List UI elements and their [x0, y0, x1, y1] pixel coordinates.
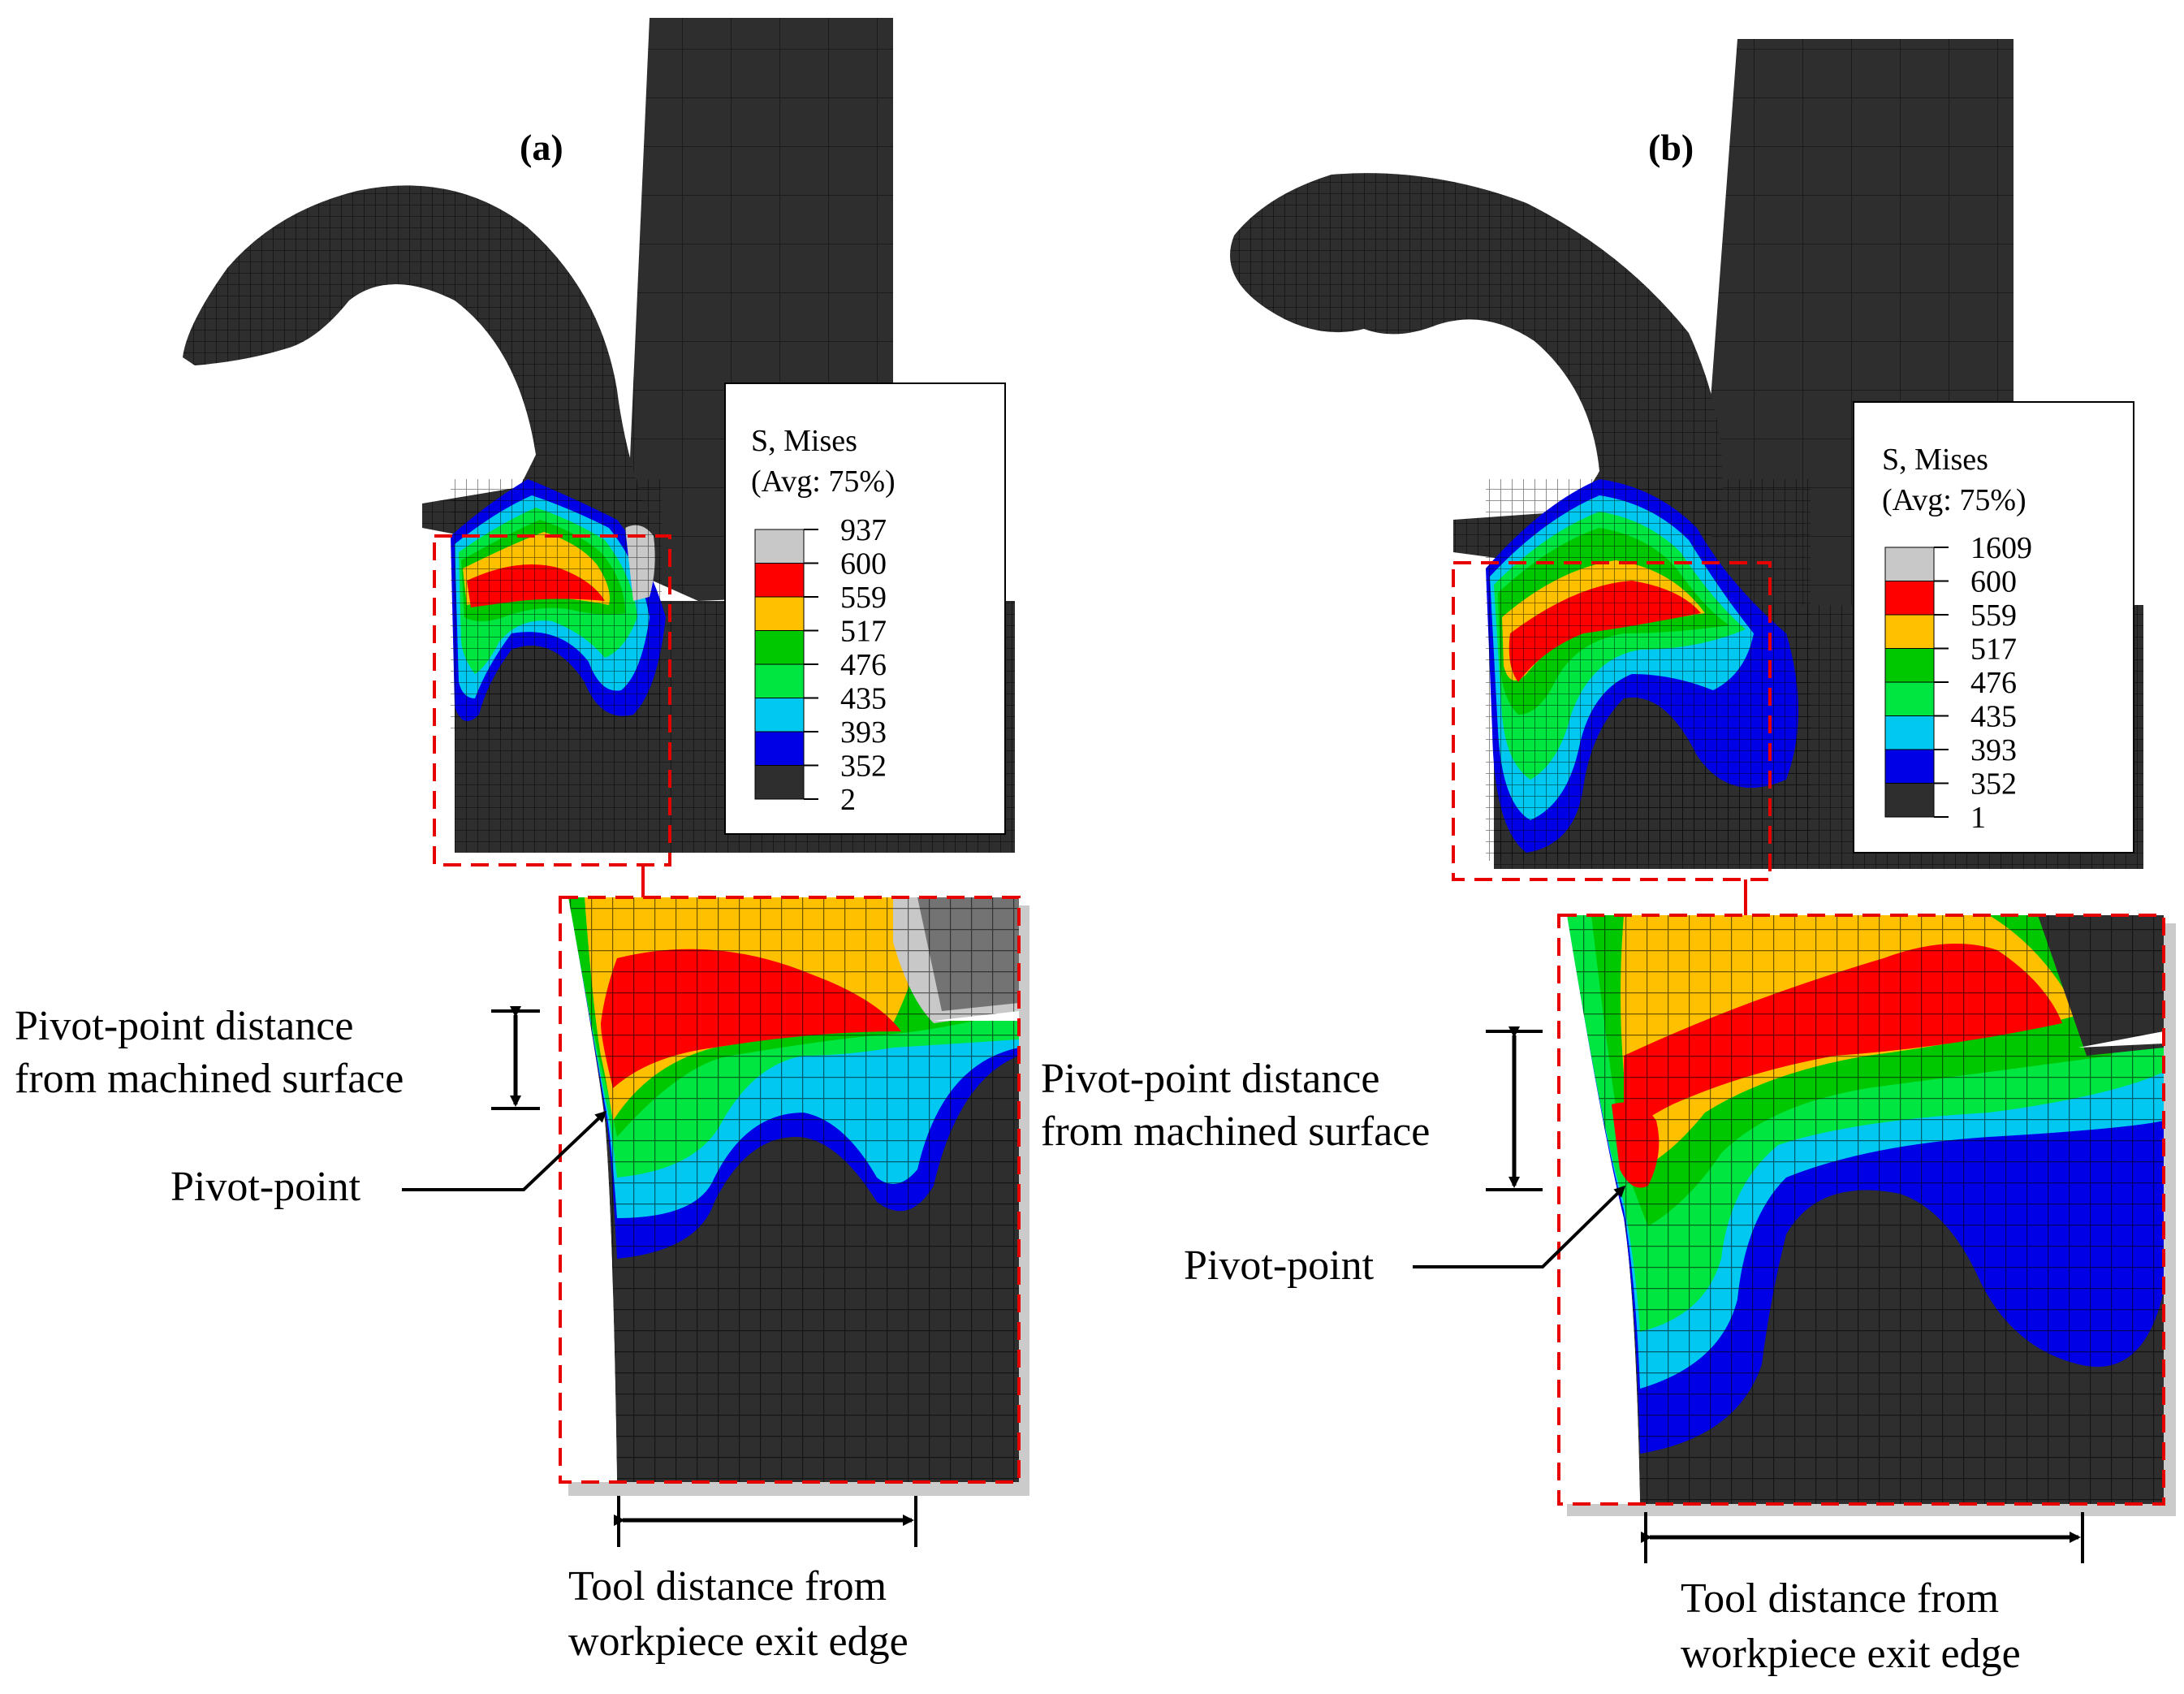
pivot-point-arrow-a	[402, 1110, 607, 1191]
stress-field-b	[1486, 479, 1811, 861]
legend-b-band-7	[1884, 783, 1935, 818]
legend-a-band-4	[754, 663, 805, 698]
annotations-b: Pivot-point distance from machined surfa…	[1041, 1026, 2084, 1677]
legend-a-title: S, Mises	[751, 424, 857, 458]
legend-value-label: 517	[1970, 633, 2017, 667]
legend-b-band-5	[1884, 715, 1935, 750]
tool-distance-label-b-line1: Tool distance from	[1681, 1575, 1999, 1622]
tool-distance-label-a-line1: Tool distance from	[568, 1563, 887, 1610]
legend-b: S, Mises (Avg: 75%) 16096005595174764353…	[1853, 401, 2134, 853]
legend-value-label: 476	[840, 648, 887, 682]
legend-a-band-5	[754, 698, 805, 732]
legend-value-label: 937	[840, 513, 887, 547]
panel-b: S, Mises (Avg: 75%) 16096005595174764353…	[1041, 39, 2176, 1677]
pivot-distance-label-a-line1: Pivot-point distance	[15, 1003, 353, 1049]
pivot-point-label-a: Pivot-point	[170, 1164, 361, 1210]
legend-b-band-4	[1884, 681, 1935, 716]
legend-value-label: 1609	[1970, 531, 2032, 565]
legend-b-title: S, Mises	[1882, 443, 1988, 477]
legend-value-label: 393	[840, 715, 887, 750]
legend-value-label: 435	[1970, 700, 2017, 734]
legend-value-label: 476	[1970, 666, 2017, 700]
legend-a-band-7	[754, 765, 805, 800]
legend-value-label: 1	[1970, 801, 1986, 835]
legend-value-label: 393	[1970, 733, 2017, 767]
legend-a-band-6	[754, 731, 805, 766]
chip-a	[183, 185, 650, 568]
legend-value-label: 2	[840, 783, 856, 817]
panel-b-label: (b)	[1648, 127, 1694, 168]
pivot-point-arrow-b	[1413, 1185, 1626, 1268]
tool-distance-label-b-line2: workpiece exit edge	[1681, 1631, 2021, 1677]
zoom-region-a	[433, 534, 671, 866]
panel-a: S, Mises (Avg: 75%) 93760055951747643539…	[15, 18, 1029, 1665]
legend-b-band-2	[1884, 614, 1935, 649]
zoom-view-a	[559, 896, 1029, 1496]
legend-a-band-2	[754, 596, 805, 631]
legend-b-band-6	[1884, 749, 1935, 784]
legend-b-band-0	[1884, 547, 1935, 581]
legend-value-label: 352	[1970, 767, 2017, 802]
legend-value-label: 600	[840, 547, 887, 581]
legend-value-label: 559	[840, 581, 887, 615]
pivot-distance-label-b-line2: from machined surface	[1041, 1108, 1430, 1155]
zoom-view-b	[1557, 914, 2176, 1516]
tool-distance-label-a-line2: workpiece exit edge	[568, 1618, 909, 1665]
legend-value-label: 517	[840, 615, 887, 649]
legend-b-band-1	[1884, 581, 1935, 616]
legend-a-band-3	[754, 630, 805, 665]
legend-a: S, Mises (Avg: 75%) 93760055951747643539…	[724, 382, 1006, 835]
annotations-a: Pivot-point distance from machined surfa…	[15, 1003, 917, 1665]
legend-b-subtitle: (Avg: 75%)	[1882, 483, 2026, 517]
pivot-distance-label-b-line1: Pivot-point distance	[1041, 1056, 1379, 1102]
legend-b-band-3	[1884, 648, 1935, 683]
stress-field-a	[451, 479, 666, 731]
zoom-region-b	[1452, 561, 1772, 881]
panel-a-label: (a)	[520, 127, 563, 168]
pivot-distance-label-a-line2: from machined surface	[15, 1056, 404, 1102]
legend-a-band-1	[754, 563, 805, 598]
pivot-point-label-b: Pivot-point	[1184, 1242, 1375, 1289]
legend-value-label: 559	[1970, 599, 2017, 633]
legend-a-band-0	[754, 529, 805, 564]
legend-value-label: 600	[1970, 565, 2017, 599]
legend-value-label: 435	[840, 682, 887, 716]
legend-a-subtitle: (Avg: 75%)	[751, 465, 896, 499]
legend-value-label: 352	[840, 750, 887, 784]
